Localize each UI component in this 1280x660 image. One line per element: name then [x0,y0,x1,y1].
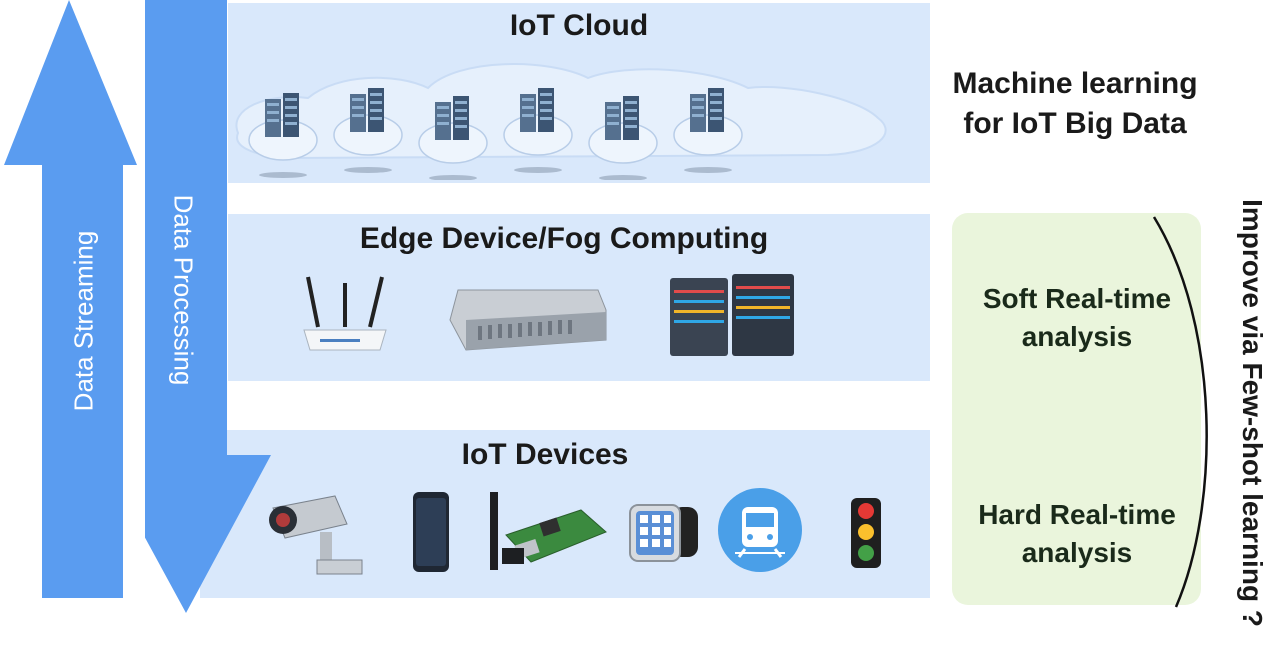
train-icon [718,488,802,572]
analysis-box [952,213,1201,605]
smartphone-icon [413,492,449,572]
soft-line1: Soft Real-time [982,283,1172,314]
soft-line2: analysis [1021,321,1133,352]
cloud-servers [248,87,743,180]
raspberry-pi-icon [490,492,607,570]
traffic-light-icon [851,498,881,568]
data-streaming-arrow [4,0,137,598]
soft-realtime-text: Soft Real-time analysis [947,280,1207,356]
edge-title: Edge Device/Fog Computing [359,222,769,255]
server-rack-icon [673,87,743,174]
data-processing-arrow [145,0,271,613]
bracket-curve [1152,216,1208,608]
hard-line2: analysis [1021,537,1133,568]
server-rack-icon [418,95,488,180]
hard-realtime-text: Hard Real-time analysis [947,496,1207,572]
security-camera-icon [269,495,363,575]
wifi-router-icon [303,276,387,351]
hard-line1: Hard Real-time [978,499,1176,530]
improve-few-shot-label: Improve via Few-shot learning ? [1237,199,1268,627]
rack-server-icon [449,289,607,351]
server-rack-icon [333,87,403,174]
data-processing-label: Data Processing [168,194,199,386]
ml-big-data-title: Machine learning for IoT Big Data [940,64,1210,144]
iot-devices-title: IoT Devices [461,438,629,471]
server-rack-icon [588,95,658,180]
server-tower-icon [670,274,794,356]
smartwatch-icon [629,504,698,562]
ml-title-line1: Machine learning [952,67,1198,100]
ml-title-line2: for IoT Big Data [963,107,1187,140]
data-streaming-label: Data Streaming [68,230,99,412]
iot-cloud-title: IoT Cloud [509,9,649,42]
server-rack-icon [503,87,573,174]
